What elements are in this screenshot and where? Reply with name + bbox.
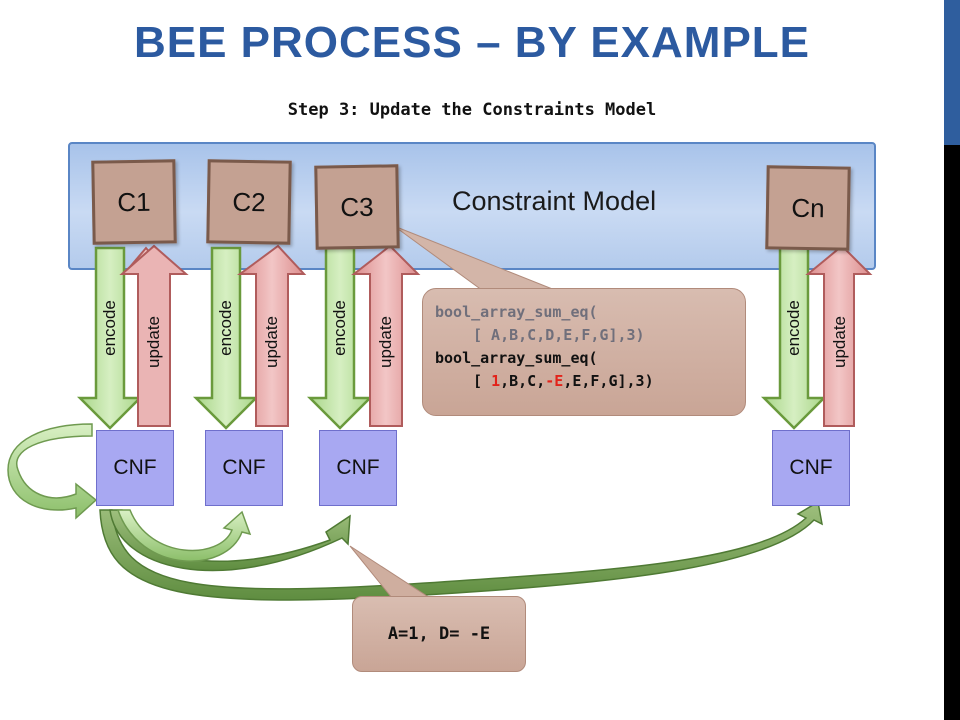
code-value-d: -E <box>545 372 564 390</box>
update-label-3: update <box>376 316 395 368</box>
constraint-model-label: Constraint Model <box>452 186 657 216</box>
code-value-a: 1 <box>491 372 501 390</box>
encode-label-2: encode <box>216 300 235 356</box>
constraint-c2: C2 <box>206 159 292 245</box>
arrow-to-cnf-n <box>99 500 824 601</box>
update-arrow-3 <box>351 244 421 427</box>
cnf-box-1: CNF <box>96 430 174 506</box>
code-line-2: [ A,B,C,D,E,F,G],3) <box>473 326 645 344</box>
cnf-box-3: CNF <box>319 430 397 506</box>
constraint-cn: Cn <box>765 165 851 251</box>
assignment-callout: A=1, D= -E <box>352 596 526 672</box>
cnf-box-n: CNF <box>772 430 850 506</box>
update-label-1: update <box>144 316 163 368</box>
code-line-1: bool_array_sum_eq( <box>435 303 598 321</box>
update-arrow-2 <box>236 244 307 427</box>
code-line-4: [ 1,B,C,-E,E,F,G],3) <box>435 370 733 393</box>
arrow-to-cnf-2 <box>116 509 252 562</box>
encode-label-3: encode <box>330 300 349 356</box>
right-edge-accent <box>944 0 960 145</box>
code-line-4-mid: ,B,C, <box>500 372 546 390</box>
cnf-box-2: CNF <box>205 430 283 506</box>
update-label-n: update <box>830 316 849 368</box>
right-edge-bar <box>944 0 960 720</box>
constraint-c3: C3 <box>314 164 400 250</box>
slide-subtitle: Step 3: Update the Constraints Model <box>287 100 657 120</box>
encode-label-1: encode <box>100 300 119 356</box>
constraint-code-callout: bool_array_sum_eq( [ A,B,C,D,E,F,G],3) b… <box>422 288 746 416</box>
encode-label-n: encode <box>784 300 803 356</box>
constraint-c1: C1 <box>91 159 177 245</box>
code-line-4-suffix: ,E,F,G],3) <box>563 372 654 390</box>
code-line-3: bool_array_sum_eq( <box>435 349 598 367</box>
code-line-4-prefix: [ <box>473 372 492 390</box>
update-label-2: update <box>262 316 281 368</box>
slide-title: BEE PROCESS – BY EXAMPLE <box>133 18 811 67</box>
update-arrow-n <box>805 244 873 427</box>
self-loop-arrow <box>7 423 98 520</box>
